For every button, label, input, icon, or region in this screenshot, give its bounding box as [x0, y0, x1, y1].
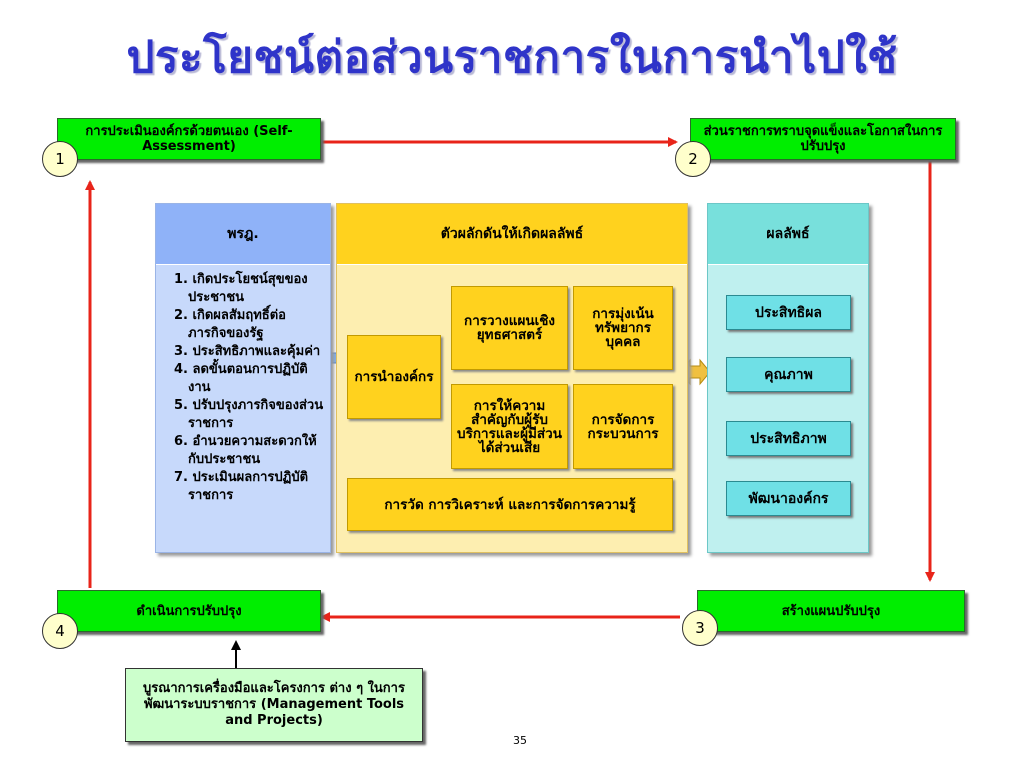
driver-process: การจัดการกระบวนการ: [573, 384, 673, 469]
step-2-number: 2: [675, 141, 711, 177]
driver-hr: การมุ่งเน้นทรัพยากรบุคคล: [573, 286, 673, 370]
decree-item: 4. ลดขั้นตอนการปฏิบัติงาน: [174, 362, 308, 395]
result-efficiency: ประสิทธิภาพ: [726, 421, 851, 456]
decree-list: 1. เกิดประโยชน์สุขของประชาชน 2. เกิดผลสั…: [156, 265, 330, 505]
driver-leadership: การนำองค์กร: [347, 335, 441, 419]
decree-panel: พรฎ. 1. เกิดประโยชน์สุขของประชาชน 2. เกิ…: [155, 203, 331, 553]
driver-measurement: การวัด การวิเคราะห์ และการจัดการความรู้: [347, 478, 673, 531]
results-header: ผลลัพธ์: [708, 204, 868, 265]
drivers-header: ตัวผลักดันให้เกิดผลลัพธ์: [337, 204, 687, 265]
decree-item: 5. ปรับปรุงภารกิจของส่วนราชการ: [174, 398, 324, 431]
step-3-box: สร้างแผนปรับปรุง: [697, 590, 965, 632]
step-4-box: ดำเนินการปรับปรุง: [57, 590, 321, 632]
decree-item: 3. ประสิทธิภาพและคุ้มค่า: [174, 344, 321, 359]
decree-item: 6. อำนวยความสะดวกให้กับประชาชน: [174, 434, 317, 467]
step-4-number: 4: [42, 613, 78, 649]
step-1-box: การประเมินองค์กรด้วยตนเอง (Self-Assessme…: [57, 118, 321, 160]
page-title: ประโยชน์ต่อส่วนราชการในการนำไปใช้: [126, 32, 898, 83]
step-3-number: 3: [682, 610, 718, 646]
step-1-number: 1: [42, 141, 78, 177]
driver-customer: การให้ความสำคัญกับผู้รับบริการและผู้มีส่…: [451, 384, 568, 469]
decree-item: 1. เกิดประโยชน์สุขของประชาชน: [174, 272, 308, 305]
tools-box: บูรณาการเครื่องมือและโครงการ ต่าง ๆ ในกา…: [125, 668, 423, 742]
result-effectiveness: ประสิทธิผล: [726, 295, 851, 330]
decree-item: 2. เกิดผลสัมฤทธิ์ต่อภารกิจของรัฐ: [174, 308, 286, 341]
result-development: พัฒนาองค์กร: [726, 481, 851, 516]
decree-header: พรฎ.: [156, 204, 330, 265]
driver-strategy: การวางแผนเชิงยุทธศาสตร์: [451, 286, 568, 370]
step-2-box: ส่วนราชการทราบจุดแข็งและโอกาสในการปรับปร…: [690, 118, 956, 160]
decree-item: 7. ประเมินผลการปฏิบัติราชการ: [174, 470, 309, 503]
result-quality: คุณภาพ: [726, 357, 851, 392]
page-number: 35: [513, 734, 527, 747]
